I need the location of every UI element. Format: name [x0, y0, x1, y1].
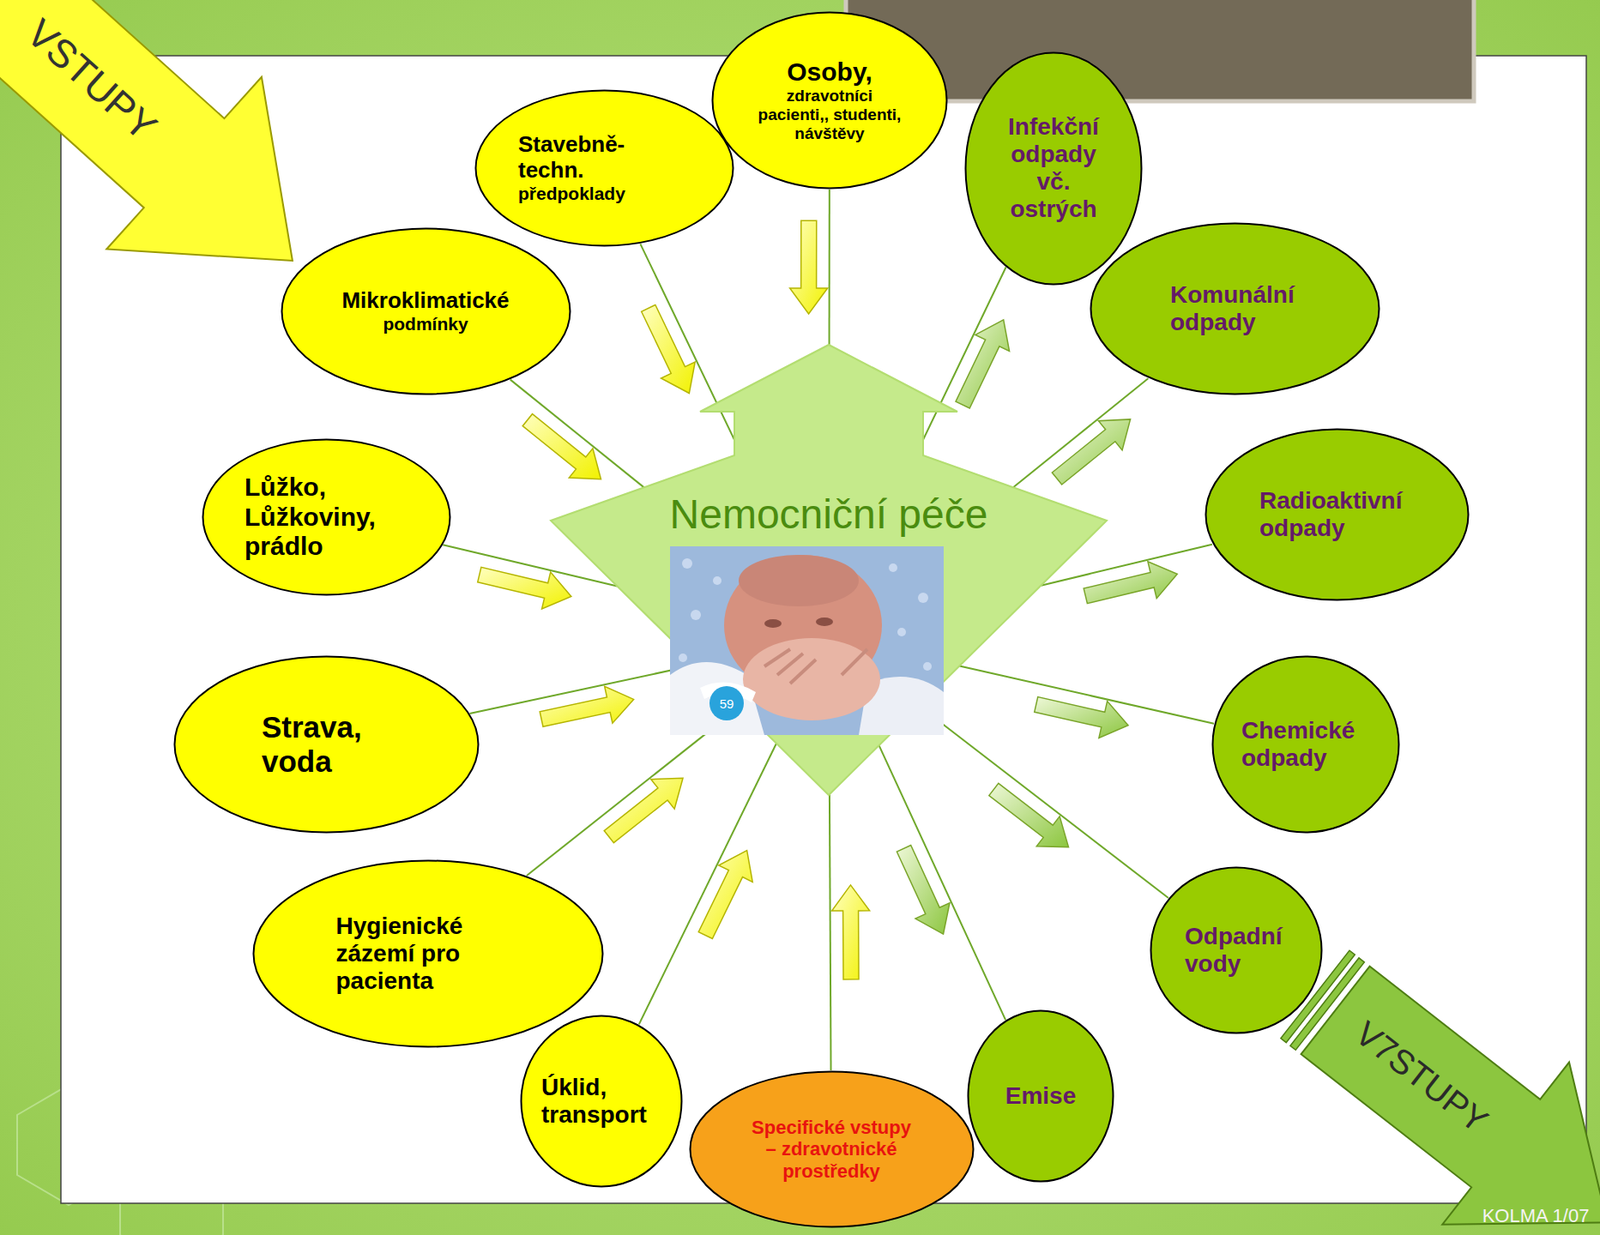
input-ellipse: Mikroklimaticképodmínky: [280, 227, 572, 396]
node-ellipse: [689, 1072, 973, 1228]
node-heading: Emise: [1005, 1082, 1077, 1111]
node-body: podmínky: [341, 313, 509, 335]
node-body: zdravotníci pacienti,, studenti, návštěv…: [755, 86, 904, 144]
node-heading: Úklid, transport: [541, 1074, 662, 1130]
node-text-group: Chemické odpady: [1241, 717, 1371, 773]
output-ellipse: Odpadní vody: [1149, 866, 1323, 1035]
node-text-group: Radioaktivní odpady: [1259, 487, 1414, 543]
flow-arrow: [477, 567, 572, 610]
node-ellipse: [1151, 868, 1323, 1034]
flow-connector: [510, 380, 645, 489]
node-heading: Infekční odpady vč. ostrých: [993, 113, 1114, 224]
hub-shape: [550, 344, 1107, 796]
node-ellipse: [475, 90, 733, 247]
flow-arrow: [641, 304, 696, 393]
flow-arrow: [790, 220, 828, 314]
flow-arrow: [698, 851, 753, 940]
input-ellipse: Strava, voda: [173, 655, 480, 834]
node-ellipse: [1213, 657, 1400, 834]
node-ellipse: [968, 1011, 1114, 1183]
node-ellipse: [966, 52, 1142, 284]
flow-connector: [829, 794, 870, 1071]
node-text-group: Osoby,zdravotníci pacienti,, studenti, n…: [755, 57, 904, 144]
node-heading: Radioaktivní odpady: [1259, 487, 1414, 543]
flow-arrow: [1051, 419, 1130, 485]
flow-arrow: [522, 414, 601, 480]
white-panel: [60, 55, 1587, 1204]
tag-number: 59: [719, 696, 735, 712]
node-text-group: Úklid, transport: [541, 1074, 662, 1130]
flow-arrow: [955, 320, 1010, 409]
node-ellipse: [712, 12, 948, 189]
flow-connector: [639, 743, 777, 1026]
node-text-group: Strava, voda: [261, 710, 391, 780]
node-text-group: Nemocniční péče: [550, 490, 1107, 538]
input-ellipse: Stavebně- techn.předpoklady: [474, 89, 735, 248]
flow-connector: [879, 745, 1006, 1021]
node-text-group: Hygienické zázemí pro pacienta: [336, 912, 521, 997]
node-heading: Stavebně- techn.: [518, 132, 690, 184]
node-text-group: Specifické vstupy – zdravotnické prostře…: [745, 1116, 918, 1183]
node-text-group: Emise: [1005, 1082, 1077, 1111]
newborn-photo: [670, 546, 944, 736]
output-ellipse: Radioaktivní odpady: [1204, 428, 1470, 602]
flow-connector: [790, 189, 830, 345]
connector-line: [829, 794, 832, 1071]
input-ellipse: Lůžko, Lůžkoviny, prádlo: [201, 438, 452, 597]
flow-arrow: [539, 686, 634, 727]
node-ellipse: [1090, 223, 1379, 395]
node-ellipse: [202, 440, 450, 596]
node-text-group: Lůžko, Lůžkoviny, prádlo: [244, 472, 408, 562]
node-text-group: Odpadní vody: [1184, 923, 1288, 979]
connector-line: [828, 189, 831, 345]
flow-arrow: [603, 778, 683, 843]
node-heading: Mikroklimatické: [341, 288, 509, 314]
input-ellipse: Hygienické zázemí pro pacienta: [252, 859, 604, 1049]
node-outline: [474, 89, 735, 248]
node-heading: Nemocniční péče: [550, 490, 1107, 538]
author-signature: KOLMA 1/07: [1482, 1205, 1590, 1228]
flow-arrow: [1034, 697, 1129, 739]
input-ellipse: Úklid, transport: [519, 1014, 683, 1189]
node-ellipse: [521, 1016, 683, 1188]
connector-line: [1013, 378, 1148, 488]
output-ellipse: Chemické odpady: [1211, 655, 1401, 834]
output-ellipse: Infekční odpady vč. ostrých: [964, 51, 1143, 286]
node-ellipse: [174, 657, 478, 834]
flow-arrow: [989, 783, 1069, 847]
output-ellipse: Komunální odpady: [1089, 222, 1381, 396]
flow-connector: [918, 706, 1169, 899]
node-ellipse: [281, 229, 570, 395]
connector-line: [639, 743, 777, 1026]
node-heading: Lůžko, Lůžkoviny, prádlo: [244, 472, 408, 562]
node-heading: Strava, voda: [261, 710, 391, 780]
node-text-group: Infekční odpady vč. ostrých: [993, 113, 1114, 224]
node-heading: Chemické odpady: [1241, 717, 1371, 773]
flow-connector: [923, 267, 1010, 441]
node-text-group: Mikroklimaticképodmínky: [341, 288, 509, 335]
node-heading: Odpadní vody: [1184, 923, 1288, 979]
specific-input-ellipse: Specifické vstupy – zdravotnické prostře…: [688, 1070, 975, 1229]
flow-connector: [959, 666, 1214, 739]
connector-line: [879, 745, 1006, 1021]
connector-line: [510, 380, 645, 489]
node-text-group: Stavebně- techn.předpoklady: [518, 132, 690, 205]
node-heading: Hygienické zázemí pro pacienta: [336, 912, 521, 997]
flow-connector: [1013, 378, 1148, 488]
output-ellipse: Emise: [966, 1009, 1115, 1184]
node-ellipse: [1205, 429, 1468, 601]
node-heading: Osoby,: [755, 57, 904, 88]
node-heading: Komunální odpady: [1170, 281, 1299, 337]
node-heading: Specifické vstupy – zdravotnické prostře…: [745, 1116, 918, 1183]
node-body: předpoklady: [518, 183, 690, 205]
flow-arrow: [896, 845, 950, 935]
input-ellipse: Osoby,zdravotníci pacienti,, studenti, n…: [711, 11, 948, 190]
flow-arrow: [1083, 561, 1178, 604]
node-text-group: Komunální odpady: [1170, 281, 1299, 337]
flow-connector: [469, 664, 697, 727]
connector-line: [918, 706, 1169, 899]
flow-arrow: [832, 885, 870, 980]
node-ellipse: [253, 861, 604, 1048]
